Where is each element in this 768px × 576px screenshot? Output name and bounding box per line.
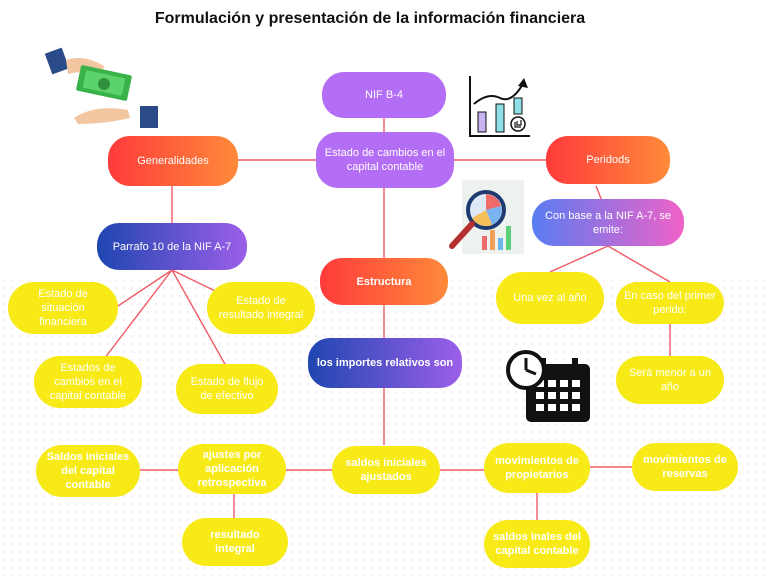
node-estados-cambios: Estados de cambios en el capital contabl… (34, 356, 142, 408)
clock-calendar-icon (506, 350, 590, 422)
node-una-vez-anio: Una vez al año (496, 272, 604, 324)
node-estado-situacion: Estado de situación financiera (8, 282, 118, 334)
node-movimientos-reservas: movimientos de reservas (632, 443, 738, 491)
node-menor-anio: Será menor a un año (616, 356, 724, 404)
node-periodos: Peridods (546, 136, 670, 184)
node-estado-flujo: Estado de flujo de efectivo (176, 364, 278, 414)
node-estado-cambios-capital: Estado de cambios en el capital contable (316, 132, 454, 188)
node-parrafo-10: Parrafo 10 de la NIF A-7 (97, 223, 247, 270)
node-estructura: Estructura (320, 258, 448, 305)
node-con-base-nif-a7: Con base a la NIF A-7, se emite: (532, 199, 684, 246)
node-resultado-integral: resultado integral (182, 518, 288, 566)
node-ajustes-aplicacion: ajustes por aplicación retrospectiva (178, 444, 286, 494)
growth-chart-icon (469, 76, 530, 137)
node-movimientos-propietarios: movimientos de propietarios (484, 443, 590, 493)
node-importes-relativos: los importes relativos son (308, 338, 462, 388)
node-saldos-ajustados: saldos iniciales ajustados (332, 446, 440, 494)
node-saldos-finales: saldos inales del capital contable (484, 520, 590, 568)
analytics-magnifier-icon (449, 180, 524, 254)
node-estado-resultado: Estado de resultado integral (207, 282, 315, 334)
node-nif-b4: NIF B-4 (322, 72, 446, 118)
node-primer-periodo: En caso del primer perido: (616, 282, 724, 324)
diagram-title: Formulación y presentación de la informa… (154, 10, 586, 27)
node-saldos-iniciales-capital: Saldos iniciales del capital contable (36, 445, 140, 497)
node-generalidades: Generalidades (108, 136, 238, 186)
money-hands-icon (44, 47, 158, 128)
